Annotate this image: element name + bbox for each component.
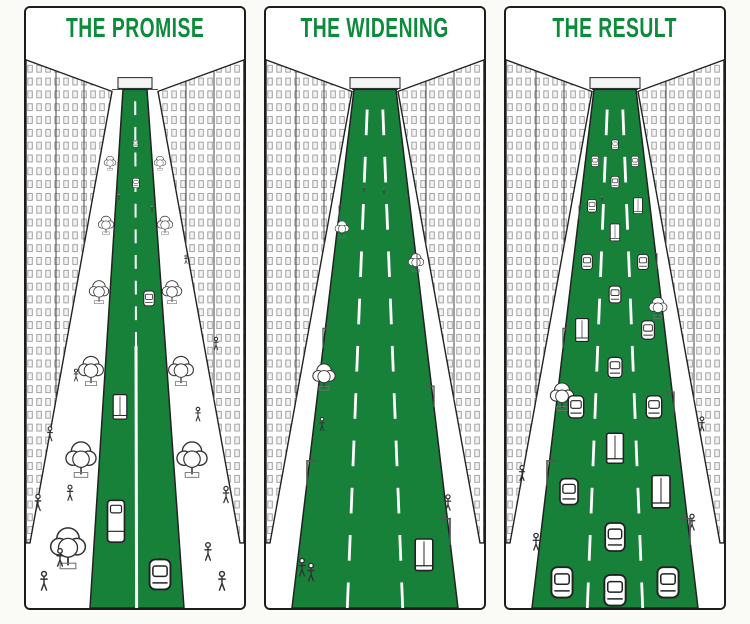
left-buildings bbox=[26, 59, 113, 544]
truck-icon bbox=[575, 317, 589, 343]
left-buildings bbox=[266, 59, 353, 544]
car-icon bbox=[143, 290, 155, 307]
car-icon bbox=[656, 566, 680, 599]
car-icon bbox=[550, 566, 574, 599]
distant-overpass bbox=[117, 77, 153, 89]
distant-overpass bbox=[589, 77, 641, 89]
panel-result: THE RESULT bbox=[504, 6, 726, 610]
lane-marking bbox=[620, 89, 645, 608]
car-icon bbox=[611, 139, 619, 150]
distant-overpass bbox=[349, 77, 401, 89]
car-icon bbox=[581, 253, 593, 271]
panel-title-promise: THE PROMISE bbox=[26, 8, 244, 50]
truck-icon bbox=[414, 538, 434, 572]
panel-title-text: THE PROMISE bbox=[65, 13, 205, 44]
car-icon bbox=[559, 477, 579, 506]
panel-promise: THE PROMISE bbox=[24, 6, 246, 610]
bus-icon bbox=[106, 499, 126, 544]
car-icon bbox=[567, 395, 585, 419]
car-icon bbox=[603, 573, 627, 607]
car-icon bbox=[148, 558, 172, 591]
car-icon bbox=[132, 178, 140, 189]
scene-result-illustration bbox=[506, 50, 724, 608]
road-surface bbox=[291, 88, 459, 608]
lane-marking bbox=[345, 89, 370, 608]
lane-marking bbox=[134, 97, 137, 346]
panel-widening: THE WIDENING bbox=[264, 6, 486, 610]
truck-icon bbox=[651, 474, 671, 509]
car-icon bbox=[637, 253, 649, 271]
truck-icon bbox=[112, 394, 128, 420]
car-icon bbox=[645, 395, 663, 419]
car-icon bbox=[610, 176, 620, 189]
panel-title-result: THE RESULT bbox=[506, 8, 724, 50]
car-icon bbox=[631, 155, 639, 167]
car-icon bbox=[591, 155, 599, 167]
car-icon bbox=[607, 356, 623, 379]
car-icon bbox=[587, 199, 597, 213]
truck-icon bbox=[605, 432, 625, 465]
panel-title-text: THE RESULT bbox=[552, 13, 678, 44]
truck-icon bbox=[633, 197, 643, 215]
scene-widening-illustration bbox=[266, 50, 484, 608]
panel-title-text: THE WIDENING bbox=[300, 13, 450, 44]
lane-marking bbox=[134, 345, 139, 608]
lane-marking bbox=[380, 89, 405, 608]
car-icon bbox=[132, 139, 139, 148]
car-icon bbox=[608, 285, 622, 304]
right-buildings bbox=[397, 59, 484, 544]
right-buildings bbox=[157, 59, 244, 544]
lane-marking bbox=[585, 89, 610, 608]
car-icon bbox=[641, 320, 655, 340]
car-icon bbox=[604, 522, 626, 552]
scene-promise-illustration bbox=[26, 50, 244, 608]
truck-icon bbox=[609, 223, 621, 242]
panel-title-widening: THE WIDENING bbox=[266, 8, 484, 50]
left-buildings bbox=[506, 59, 593, 544]
